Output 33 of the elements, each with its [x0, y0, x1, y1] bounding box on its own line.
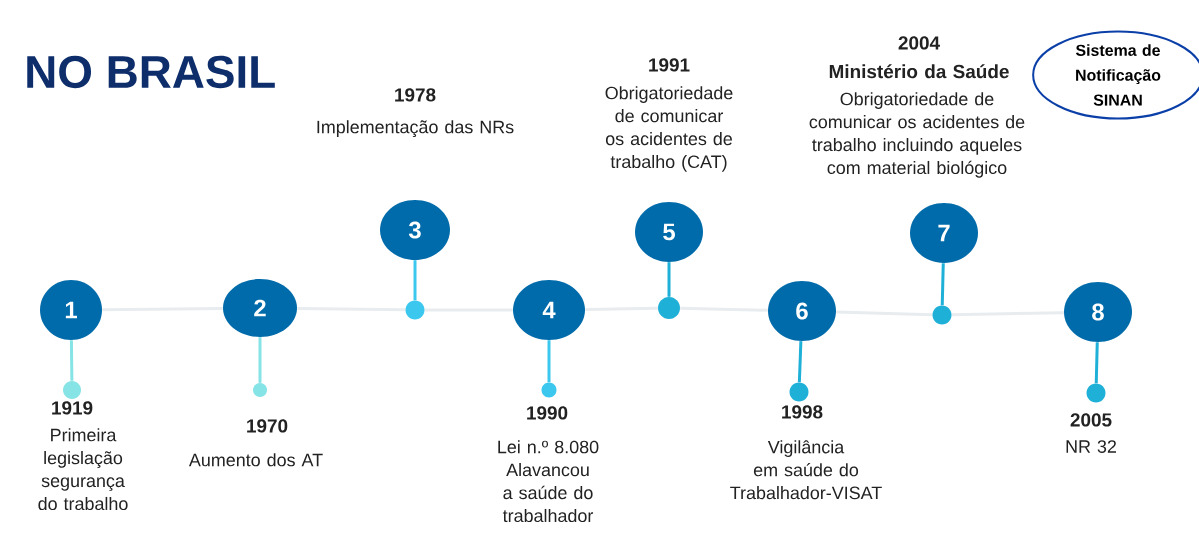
event-description: Lei n.º 8.080 Alavancou a saúde do trabalhador [498, 440, 599, 523]
timeline-dot [63, 381, 81, 399]
stem-line [69, 340, 74, 381]
stem-line [585, 306, 658, 311]
year-label: 2004 [898, 36, 940, 50]
timeline-dot [405, 300, 425, 320]
event-description: NR 32 [1066, 440, 1116, 453]
stem-line [667, 262, 671, 297]
stem-line [940, 263, 945, 306]
stem-line [547, 340, 551, 383]
event-description: Vigilância em saúde do Trabalhador-VISAT [730, 440, 882, 500]
stem-line [297, 306, 406, 312]
stem-line [951, 311, 1064, 317]
event-description: Primeira legislação segurança do trabalho [38, 428, 128, 511]
timeline-dot [1086, 383, 1106, 403]
timeline-dot [789, 382, 809, 402]
event-heading: Ministério da Saúde [829, 64, 1009, 79]
stem-line [1094, 342, 1099, 384]
stem-line [836, 310, 933, 317]
timeline-dot [541, 382, 557, 398]
stem-line [102, 306, 223, 312]
timeline-dot [658, 297, 680, 319]
stem-line [258, 337, 262, 383]
timeline-dot [932, 305, 952, 325]
stem-line [413, 260, 417, 301]
year-label: 1978 [395, 88, 436, 102]
year-label: 1991 [649, 58, 690, 72]
event-description: Aumento dos AT [188, 453, 323, 467]
title: NO BRASIL [27, 55, 275, 89]
stem-line [797, 341, 803, 383]
stem-line [680, 306, 768, 312]
event-description: Obrigatoriedade de comunicar os acidentes de trabalho incluindo aqueles com material biológico [809, 92, 1025, 178]
timeline-dot [253, 383, 267, 397]
